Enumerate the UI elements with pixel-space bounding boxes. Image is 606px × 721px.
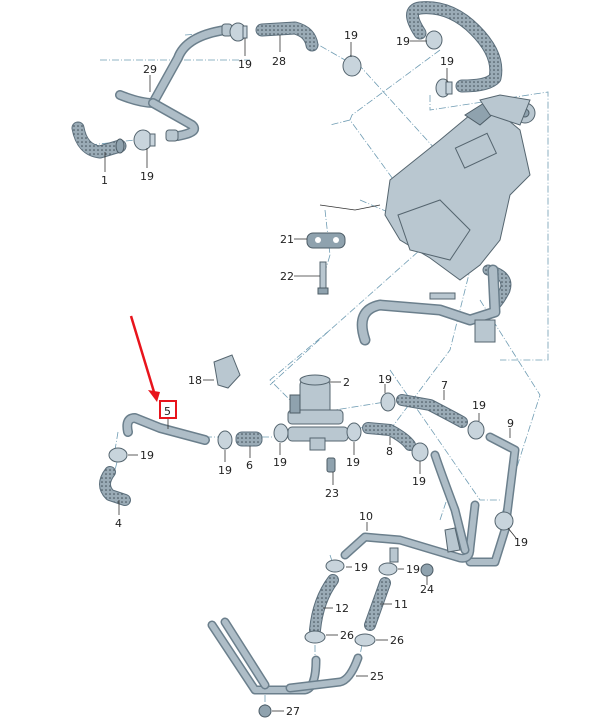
label-19: 19	[412, 475, 426, 488]
clamp-19-m[interactable]	[494, 511, 514, 531]
label-24: 24	[420, 583, 434, 596]
label-27: 27	[286, 705, 300, 718]
label-22: 22	[280, 270, 294, 283]
clamp-19-o[interactable]	[378, 562, 398, 576]
clamp-19-i[interactable]	[380, 392, 396, 412]
part-21-bracket[interactable]	[306, 232, 346, 249]
label-29: 29	[143, 63, 157, 76]
part-28-hose[interactable]	[255, 21, 319, 52]
label-19: 19	[346, 456, 360, 469]
clamp-26-a[interactable]	[304, 630, 326, 644]
part-27-nut[interactable]	[258, 704, 272, 718]
label-8: 8	[386, 445, 393, 458]
label-28: 28	[272, 55, 286, 68]
clamp-19-g[interactable]	[217, 430, 233, 450]
part-25-pipe[interactable]	[207, 617, 363, 695]
part-23-bolt[interactable]	[326, 457, 336, 473]
part-9-pipe[interactable]	[465, 432, 520, 567]
label-19: 19	[273, 456, 287, 469]
part-11-hose[interactable]	[364, 577, 391, 631]
label-11: 11	[394, 598, 408, 611]
label-12: 12	[335, 602, 349, 615]
label-19: 19	[378, 373, 392, 386]
label-4: 4	[115, 517, 122, 530]
label-21: 21	[280, 233, 294, 246]
label-19: 19	[396, 35, 410, 48]
clamp-19-j[interactable]	[346, 422, 362, 442]
part-24-nut[interactable]	[420, 563, 434, 577]
label-18: 18	[188, 374, 202, 387]
clamp-19-d[interactable]	[425, 30, 443, 50]
part-4-hose[interactable]	[99, 466, 131, 506]
part-12-hose[interactable]	[309, 574, 339, 636]
heater-housing[interactable]	[319, 94, 536, 346]
clamp-26-b[interactable]	[354, 633, 376, 647]
part-29-y-pipe[interactable]	[115, 23, 233, 142]
clamp-19-c[interactable]	[342, 55, 362, 77]
label-10: 10	[359, 510, 373, 523]
label-19: 19	[354, 561, 368, 574]
clamp-19-l[interactable]	[411, 442, 429, 462]
clamp-19-f[interactable]	[108, 447, 128, 463]
label-6: 6	[246, 459, 253, 472]
label-19: 19	[472, 399, 486, 412]
clamp-19-b[interactable]	[229, 22, 248, 42]
label-25: 25	[370, 670, 384, 683]
label-19: 19	[238, 58, 252, 71]
part-6-hose[interactable]	[235, 431, 263, 447]
highlight-annotation	[129, 315, 177, 419]
red-arrow-head-icon	[148, 390, 160, 402]
label-19: 19	[344, 29, 358, 42]
highlight-box-part-5	[159, 400, 177, 419]
clamp-19-a[interactable]	[133, 129, 156, 151]
label-1: 1	[101, 174, 108, 187]
label-19: 19	[140, 449, 154, 462]
part-7-hose[interactable]	[396, 394, 468, 428]
clamp-19-n[interactable]	[325, 559, 345, 573]
label-19: 19	[218, 464, 232, 477]
label-2: 2	[343, 376, 350, 389]
label-9: 9	[507, 417, 514, 430]
label-26: 26	[340, 629, 354, 642]
part-8-hose[interactable]	[362, 422, 416, 451]
label-5: 5	[164, 405, 171, 418]
part-1-hose[interactable]	[71, 121, 127, 159]
label-19: 19	[406, 563, 420, 576]
part-5-pipe[interactable]	[122, 413, 210, 445]
part-2-valve[interactable]	[287, 374, 349, 451]
part-18-clip[interactable]	[213, 354, 241, 389]
label-19: 19	[514, 536, 528, 549]
clamp-19-h[interactable]	[273, 423, 289, 443]
part-top-right-hose[interactable]	[406, 1, 503, 93]
part-10-pipe[interactable]	[340, 450, 480, 563]
part-22-bolt[interactable]	[317, 261, 329, 295]
label-23: 23	[325, 487, 339, 500]
part-labels: 1 19 29 19 28 19 19 19 21 22 18 2 5 19 4…	[101, 29, 528, 718]
leader-lines	[104, 35, 517, 712]
label-19: 19	[440, 55, 454, 68]
label-7: 7	[441, 379, 448, 392]
red-arrow	[129, 315, 156, 393]
clamp-19-k[interactable]	[467, 420, 485, 440]
label-26: 26	[390, 634, 404, 647]
clamp-19-e[interactable]	[435, 78, 453, 98]
label-19: 19	[140, 170, 154, 183]
